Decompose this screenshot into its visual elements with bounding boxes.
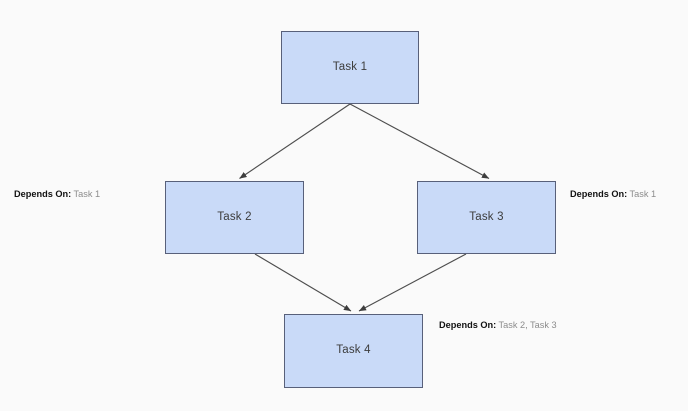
node-task-4[interactable]: Task 4 <box>284 314 423 388</box>
depends-on-label-task-3: Depends On: Task 1 <box>570 189 657 199</box>
edge-task1-task2 <box>239 103 351 179</box>
node-task-3[interactable]: Task 3 <box>417 181 556 254</box>
node-task-2[interactable]: Task 2 <box>165 181 304 254</box>
depends-on-key-task-3: Depends On: <box>570 189 628 199</box>
depends-on-label-task-2: Depends On: Task 1 <box>14 189 101 199</box>
depends-on-value-task-4: Task 2, Task 3 <box>496 320 557 330</box>
depends-on-value-task-2: Task 1 <box>71 189 101 199</box>
edge-task3-task4 <box>358 253 467 312</box>
node-task-3-label: Task 3 <box>469 210 504 223</box>
edge-task1-task3 <box>349 103 490 180</box>
node-task-1[interactable]: Task 1 <box>281 31 419 104</box>
node-task-1-label: Task 1 <box>332 60 368 73</box>
depends-on-key-task-2: Depends On: <box>14 189 72 199</box>
depends-on-key-task-4: Depends On: <box>439 320 497 330</box>
node-task-4-label: Task 4 <box>336 344 371 357</box>
depends-on-label-task-4: Depends On: Task 2, Task 3 <box>439 320 557 330</box>
node-task-2-label: Task 2 <box>217 210 252 223</box>
edge-task2-task4 <box>254 253 352 312</box>
depends-on-value-task-3: Task 1 <box>627 189 657 199</box>
